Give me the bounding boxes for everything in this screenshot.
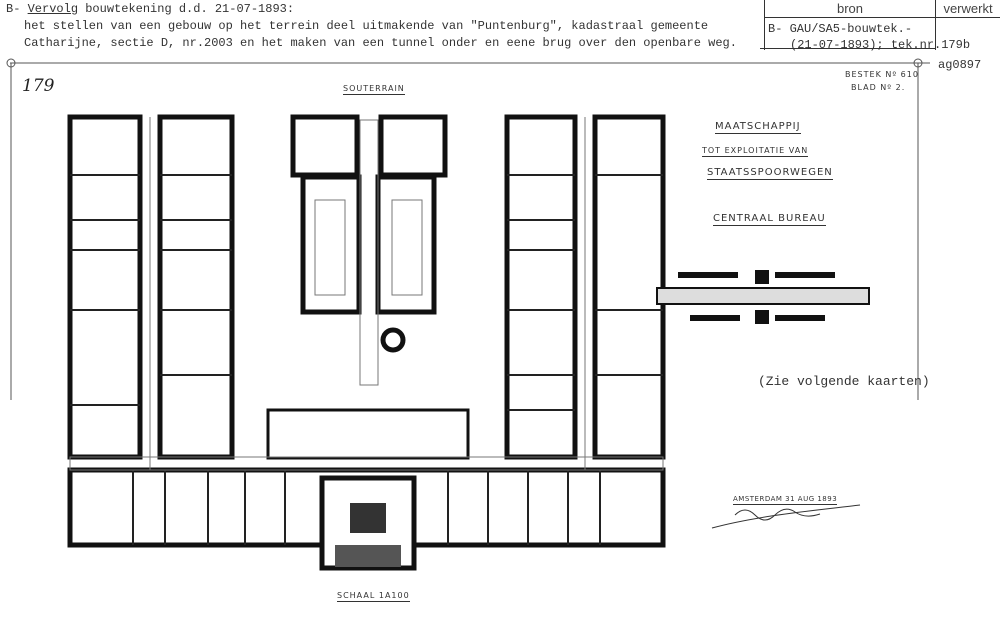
header-verwerkt: verwerkt	[943, 1, 993, 16]
department: Centraal Bureau	[713, 213, 826, 226]
registration-mark-right	[913, 58, 923, 68]
table-divider-right	[935, 0, 936, 50]
record-title-rest: bouwtekening d.d. 21-07-1893:	[78, 2, 295, 16]
table-header-rule	[764, 17, 1000, 18]
table-divider-left	[764, 0, 765, 50]
archive-code: ag0897	[938, 58, 982, 72]
company-line2: tot Exploitatie van	[702, 146, 809, 157]
signature-flourish	[711, 504, 861, 529]
signature-place-date: Amsterdam 31 Aug 1893	[733, 495, 838, 505]
corridors	[69, 117, 664, 471]
interior-partitions	[70, 174, 663, 545]
record-prefix: B-	[6, 2, 21, 16]
signature	[734, 508, 821, 521]
table-bottom-rule	[760, 48, 935, 49]
record-description-line1: het stellen van een gebouw op het terrei…	[24, 19, 709, 33]
rear-stair-block	[266, 408, 470, 460]
stair-tower	[380, 327, 406, 353]
center-room-west	[290, 114, 360, 178]
header-bron: bron	[836, 1, 864, 16]
entrance-stair	[350, 503, 386, 533]
center-hall-west	[300, 174, 362, 315]
entrance-steps	[335, 545, 401, 567]
bridge	[656, 270, 870, 324]
sheet-blad: Blad Nº 2.	[851, 83, 906, 92]
building-walls	[67, 114, 666, 571]
bron-line2: (21-07-1893); tek.nr.179b	[790, 38, 971, 52]
company-line3: Staatsspoorwegen	[707, 167, 833, 180]
right-wing-east	[592, 114, 666, 460]
bron-line1: B- GAU/SA5-bouwtek.-	[768, 22, 913, 36]
left-wing-east	[157, 114, 235, 460]
see-next-maps-note: (Zie volgende kaarten)	[758, 374, 930, 389]
left-wing-west	[67, 114, 143, 460]
company-line1: Maatschappij	[715, 121, 801, 134]
record-title-underlined: Vervolg	[27, 2, 79, 16]
scale-label: Schaal 1a100	[337, 591, 410, 602]
center-room-east	[378, 114, 448, 178]
record-title: B- Vervolg bouwtekening d.d. 21-07-1893:	[6, 2, 294, 17]
center-hall-east	[375, 174, 437, 315]
level-label: Souterrain	[343, 84, 405, 95]
record-description-line2: Catharijne, sectie D, nr.2003 en het mak…	[24, 36, 737, 50]
registration-mark-left	[6, 58, 16, 68]
sheet-number: 179	[22, 76, 55, 96]
bestek-number: Bestek Nº 610	[845, 70, 919, 79]
right-wing-west	[504, 114, 578, 460]
